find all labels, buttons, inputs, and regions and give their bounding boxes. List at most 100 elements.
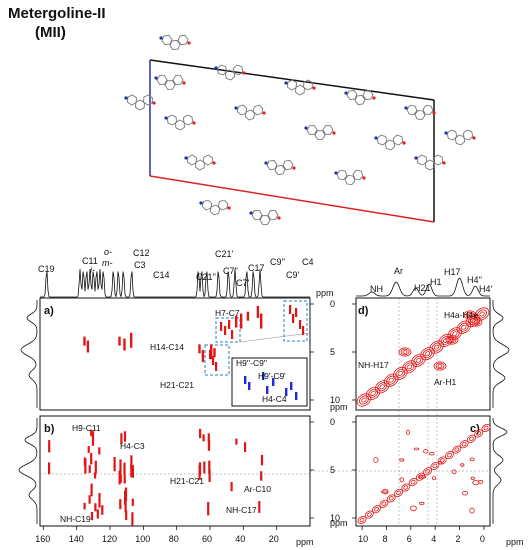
tick-label-y-a: 5 (330, 347, 335, 357)
contour (398, 347, 412, 357)
hetcor-peak (120, 433, 123, 445)
hetcor-peak (88, 465, 91, 473)
contour (460, 463, 465, 467)
c1d-label-c11: C11 (82, 256, 98, 266)
tick-label-y-a: 0 (330, 299, 335, 309)
hetcor-peak (289, 305, 292, 314)
c1d-label-c19: C19 (38, 264, 55, 274)
tick-label-h1: 0 (480, 534, 485, 544)
hetcor-peak (228, 320, 231, 329)
molecule-ring (384, 139, 396, 151)
hetcor-peak (83, 336, 86, 346)
ann-h9p-c9p: H9'-C9' (258, 371, 286, 381)
oxygen-atom (432, 111, 436, 115)
oxygen-atom (227, 206, 231, 210)
hetcor-peak (86, 340, 90, 353)
c1d-label-c14: C14 (153, 270, 170, 280)
hetcor-peak (83, 502, 86, 510)
nitrogen-atom (284, 81, 288, 85)
tick-label-c13: 60 (202, 534, 212, 544)
nitrogen-atom (404, 106, 408, 110)
contour (433, 344, 440, 350)
contour (395, 368, 406, 379)
panel-a: a) H7-C7 H14-C14 H21-C21 H9''-C9'' H9'-C… (39, 297, 311, 411)
hetcor-peak (87, 446, 90, 453)
contour (359, 395, 369, 405)
contour (356, 393, 372, 407)
tick-label-c13: 20 (269, 534, 279, 544)
molecule-ring (314, 130, 326, 140)
molecule-ring (344, 174, 356, 186)
contour (418, 501, 425, 505)
molecule-ring (406, 104, 418, 116)
molecule-ring (422, 104, 434, 116)
contour (469, 457, 475, 462)
hetcor-peak (130, 332, 133, 348)
hetcor-peak (208, 469, 211, 482)
molecule-ring (251, 210, 263, 220)
molecule-ring (266, 159, 278, 171)
molecule-ring (352, 169, 364, 181)
hetcor-peak (48, 440, 51, 453)
molecule-ring (462, 129, 474, 141)
contour (479, 311, 485, 317)
inset-peak (295, 392, 298, 400)
contour (399, 458, 405, 462)
contour (400, 348, 410, 356)
molecule (184, 154, 216, 171)
panel-d-label: d) (358, 305, 369, 317)
nitrogen-atom (304, 126, 308, 130)
c1d-label-m: m- (102, 258, 113, 268)
hetcor-peak (213, 348, 216, 358)
tick-label-y-a: 10 (330, 395, 340, 405)
hetcor-peak (119, 474, 122, 483)
crystal-structure (124, 34, 476, 225)
right-projection-d (492, 300, 510, 408)
oxygen-atom (192, 121, 196, 125)
nitrogen-atom (414, 156, 418, 160)
contour (451, 469, 457, 475)
hetcor-peak (208, 440, 211, 448)
highlight-box-c21 (204, 344, 230, 376)
contour (433, 361, 447, 371)
hetcor-peak (90, 483, 93, 497)
molecule (374, 134, 406, 151)
contour (449, 329, 460, 339)
ppm-label-top: ppm (316, 288, 334, 298)
contour (461, 324, 467, 330)
molecule (214, 64, 246, 81)
oxygen-atom (442, 161, 446, 165)
nitrogen-atom (124, 96, 128, 100)
h1d-label-h1: H1 (430, 277, 442, 287)
molecule-ring (282, 159, 294, 171)
contour (437, 456, 447, 465)
contour (452, 445, 462, 454)
contour (431, 342, 442, 352)
tick-label-c13: 100 (135, 534, 150, 544)
ann-ar-c10: Ar-C10 (244, 484, 271, 494)
hetcor-peak (198, 464, 201, 480)
molecule-ring (287, 79, 297, 91)
hetcor-peak (235, 315, 238, 328)
contour (454, 447, 460, 452)
h1d-label-nh: NH (370, 284, 383, 294)
c1d-label-c9p: C9' (286, 270, 300, 280)
contour (364, 510, 374, 519)
oxygen-atom (152, 101, 156, 105)
contour (406, 364, 413, 370)
contour (429, 452, 435, 456)
molecule (199, 199, 231, 216)
ann-h4-c3: H4-C3 (120, 441, 145, 451)
oxygen-atom (312, 86, 316, 90)
contour (365, 386, 381, 400)
contour (471, 318, 481, 326)
highlight-box-c4 (283, 300, 308, 342)
nitrogen-atom (184, 156, 188, 160)
molecule (284, 79, 316, 96)
molecule-ring (175, 119, 185, 131)
contour (452, 331, 458, 337)
contour (366, 512, 372, 517)
hetcor-peak (123, 462, 126, 476)
hetcor-peak (130, 463, 133, 478)
hetcor-peak (131, 512, 134, 526)
